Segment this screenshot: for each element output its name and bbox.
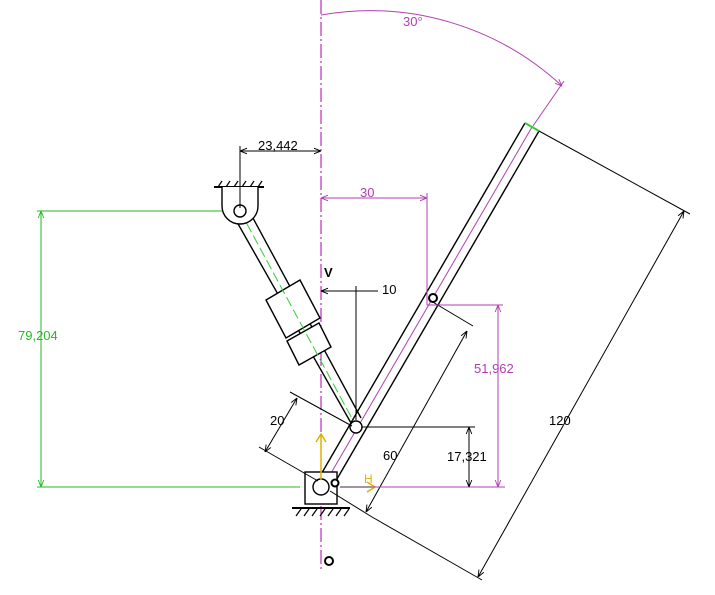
dim-20-text: 20 xyxy=(270,413,284,428)
bottom-support xyxy=(292,471,350,517)
dim-79204-text: 79,204 xyxy=(18,328,58,343)
h-label: H xyxy=(364,472,373,486)
angle-label: 30° xyxy=(403,14,423,29)
hydraulic-cylinder xyxy=(232,206,362,427)
long-arm xyxy=(315,122,540,492)
dim-23442-text: 23,442 xyxy=(258,138,298,153)
dim-60-line xyxy=(366,331,467,512)
dim-20-line xyxy=(265,398,297,452)
dim-120-line xyxy=(478,211,684,577)
dim-30-text: 30 xyxy=(360,185,374,200)
top-support xyxy=(214,180,264,225)
dim-17321-text: 17,321 xyxy=(447,449,487,464)
dim-10-text: 10 xyxy=(382,282,396,297)
dim-60-text: 60 xyxy=(383,448,397,463)
bottom-marker xyxy=(324,556,334,566)
angle-extension-line xyxy=(532,80,565,127)
cylinder-arm-joint xyxy=(349,420,363,434)
v-label: V xyxy=(324,265,333,280)
dim-120-text: 120 xyxy=(549,413,571,428)
arm-pivot xyxy=(428,293,438,303)
dim-51962-text: 51,962 xyxy=(474,361,514,376)
angle-arc xyxy=(320,10,562,86)
